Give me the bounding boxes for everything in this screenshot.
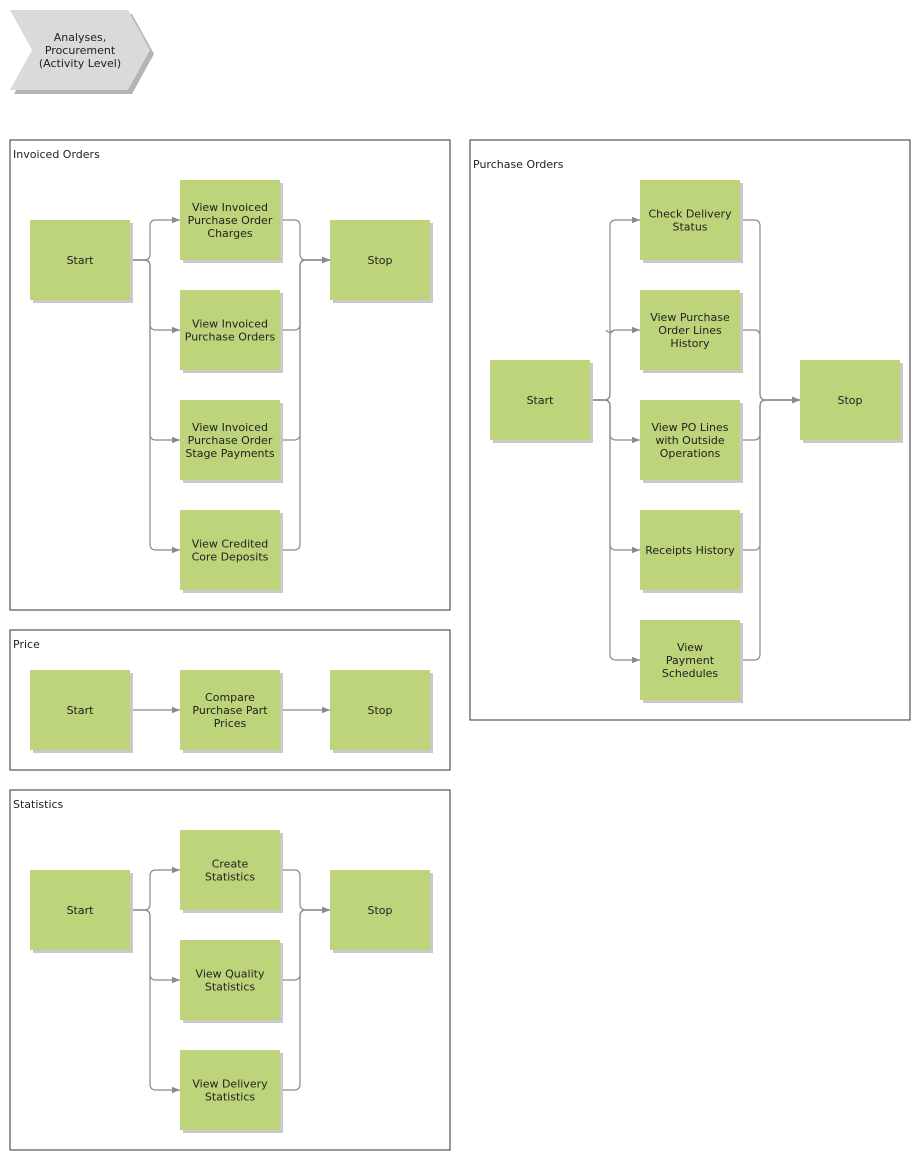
activity-node-label-line: Create: [212, 858, 249, 871]
start-node-label-line: Start: [67, 704, 95, 717]
connector: [130, 216, 180, 261]
activity-node-label-line: with Outside: [655, 434, 725, 447]
activity-node-label-line: Charges: [207, 227, 252, 240]
connector: [280, 256, 330, 551]
activity-node-label-line: Check Delivery: [649, 208, 732, 221]
start-node-label-line: Start: [67, 904, 95, 917]
group-title: Invoiced Orders: [13, 148, 100, 161]
activity-node-label-line: Operations: [660, 447, 721, 460]
stop-node-label-line: Stop: [367, 704, 392, 717]
start-node-label-line: Start: [527, 394, 555, 407]
start-node-label-line: Start: [67, 254, 95, 267]
activity-node-label-line: Compare: [205, 691, 255, 704]
activity-node-label-line: View Purchase: [650, 311, 730, 324]
connectors: [130, 216, 330, 554]
stop-node[interactable]: Stop: [800, 360, 903, 443]
activity-node-label-line: History: [670, 337, 710, 350]
connectors: [590, 216, 800, 664]
activity-node-label-line: View: [677, 641, 703, 654]
stop-node-label-line: Stop: [367, 254, 392, 267]
connector: [130, 866, 180, 911]
connector: [740, 329, 800, 404]
activity-node-label-line: Schedules: [662, 667, 719, 680]
header-label-line: Procurement: [45, 44, 116, 57]
connector: [280, 219, 330, 264]
group-title: Purchase Orders: [473, 158, 564, 171]
connectors: [130, 866, 330, 1094]
activity-node-label-line: Core Deposits: [192, 551, 269, 564]
activity-node-label-line: Statistics: [205, 871, 256, 884]
activity-node-label-line: View PO Lines: [651, 421, 728, 434]
activity-node[interactable]: Receipts History: [640, 510, 743, 593]
activity-node-label-line: View Credited: [192, 538, 268, 551]
connector: [590, 399, 640, 664]
group-title: Price: [13, 638, 40, 651]
stop-node[interactable]: Stop: [330, 220, 433, 303]
activity-node-label-line: Order Lines: [658, 324, 722, 337]
start-node[interactable]: Start: [30, 670, 133, 753]
connector-hop: [605, 329, 615, 334]
activity-node-label-line: Purchase Order: [188, 214, 273, 227]
activity-node-label-line: Purchase Order: [188, 434, 273, 447]
activity-node-label-line: Prices: [214, 717, 247, 730]
start-node[interactable]: Start: [30, 870, 133, 953]
start-node[interactable]: Start: [30, 220, 133, 303]
header-label-line: (Activity Level): [39, 57, 121, 70]
activity-node-label-line: View Invoiced: [192, 318, 268, 331]
stop-node-label-line: Stop: [367, 904, 392, 917]
activity-node-label-line: View Delivery: [192, 1078, 268, 1091]
connector: [130, 259, 180, 554]
activity-node-label-line: View Invoiced: [192, 201, 268, 214]
stop-node-label-line: Stop: [837, 394, 862, 407]
start-node[interactable]: Start: [490, 360, 593, 443]
activity-node-label-line: Purchase Part: [192, 704, 268, 717]
activity-node-label-line: Statistics: [205, 1091, 256, 1104]
activity-node-label-line: Statistics: [205, 981, 256, 994]
connector: [130, 909, 180, 1094]
stop-node[interactable]: Stop: [330, 670, 433, 753]
connector: [280, 869, 330, 914]
activity-node-label-line: Payment: [666, 654, 715, 667]
activity-node-label-line: Stage Payments: [185, 447, 274, 460]
stop-node[interactable]: Stop: [330, 870, 433, 953]
activity-node-label-line: View Invoiced: [192, 421, 268, 434]
activity-node-label-line: Receipts History: [645, 544, 735, 557]
connector: [280, 906, 330, 1091]
group-title: Statistics: [13, 798, 64, 811]
activity-node-label-line: Purchase Orders: [185, 331, 276, 344]
activity-node-label-line: View Quality: [196, 968, 265, 981]
header-chevron: Analyses,Procurement(Activity Level): [10, 10, 154, 94]
connector: [740, 396, 800, 661]
activity-node-label-line: Status: [672, 221, 707, 234]
header-label-line: Analyses,: [54, 31, 107, 44]
